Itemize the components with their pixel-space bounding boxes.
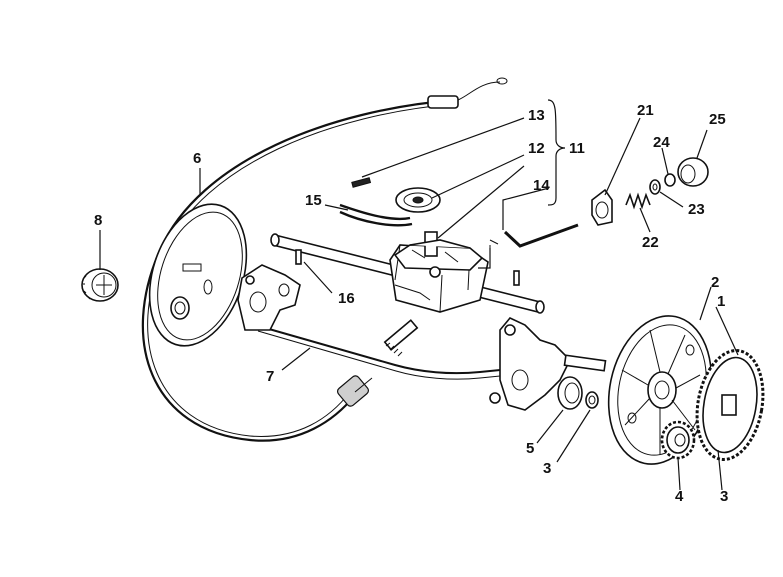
label-14: 14 xyxy=(533,177,550,194)
part-6-wheel-cover xyxy=(148,203,248,347)
label-7: 7 xyxy=(266,368,274,385)
label-5: 5 xyxy=(526,440,534,457)
leader-lines xyxy=(99,99,739,491)
part-25-cap xyxy=(677,157,709,187)
part-4-drive-gear xyxy=(660,420,696,460)
label-3-left: 3 xyxy=(543,460,551,477)
left-bracket xyxy=(237,264,301,331)
label-4: 4 xyxy=(675,488,684,505)
part-24-washer xyxy=(664,173,676,187)
part-3-washer-left xyxy=(585,391,599,409)
label-8: 8 xyxy=(94,212,102,229)
part-14-lever-rod xyxy=(489,223,579,268)
label-11: 11 xyxy=(569,140,585,157)
part-12-pulley xyxy=(395,187,441,213)
part-13-key xyxy=(351,177,372,188)
label-16: 16 xyxy=(338,290,355,307)
label-3-right: 3 xyxy=(720,488,728,505)
right-bracket xyxy=(489,317,607,411)
part-23-washer xyxy=(649,179,661,195)
transmission-housing xyxy=(389,231,489,313)
part-22-spring xyxy=(625,192,651,210)
part-7-rod xyxy=(254,324,521,380)
label-12: 12 xyxy=(528,140,545,157)
label-24: 24 xyxy=(653,134,670,151)
part-1-gear-ring xyxy=(695,349,765,461)
label-13: 13 xyxy=(528,107,545,124)
label-21: 21 xyxy=(637,102,654,119)
drive-cable xyxy=(141,77,508,442)
part-21-bushing xyxy=(591,188,613,226)
label-15: 15 xyxy=(305,192,322,209)
label-2: 2 xyxy=(711,274,719,291)
label-25: 25 xyxy=(709,111,726,128)
label-22: 22 xyxy=(642,234,659,251)
part-15-belt xyxy=(339,203,413,227)
part-8-pinion xyxy=(81,268,119,302)
label-6: 6 xyxy=(193,150,201,167)
label-23: 23 xyxy=(688,201,705,218)
part-5-bearing xyxy=(557,376,583,410)
label-1: 1 xyxy=(717,293,725,310)
